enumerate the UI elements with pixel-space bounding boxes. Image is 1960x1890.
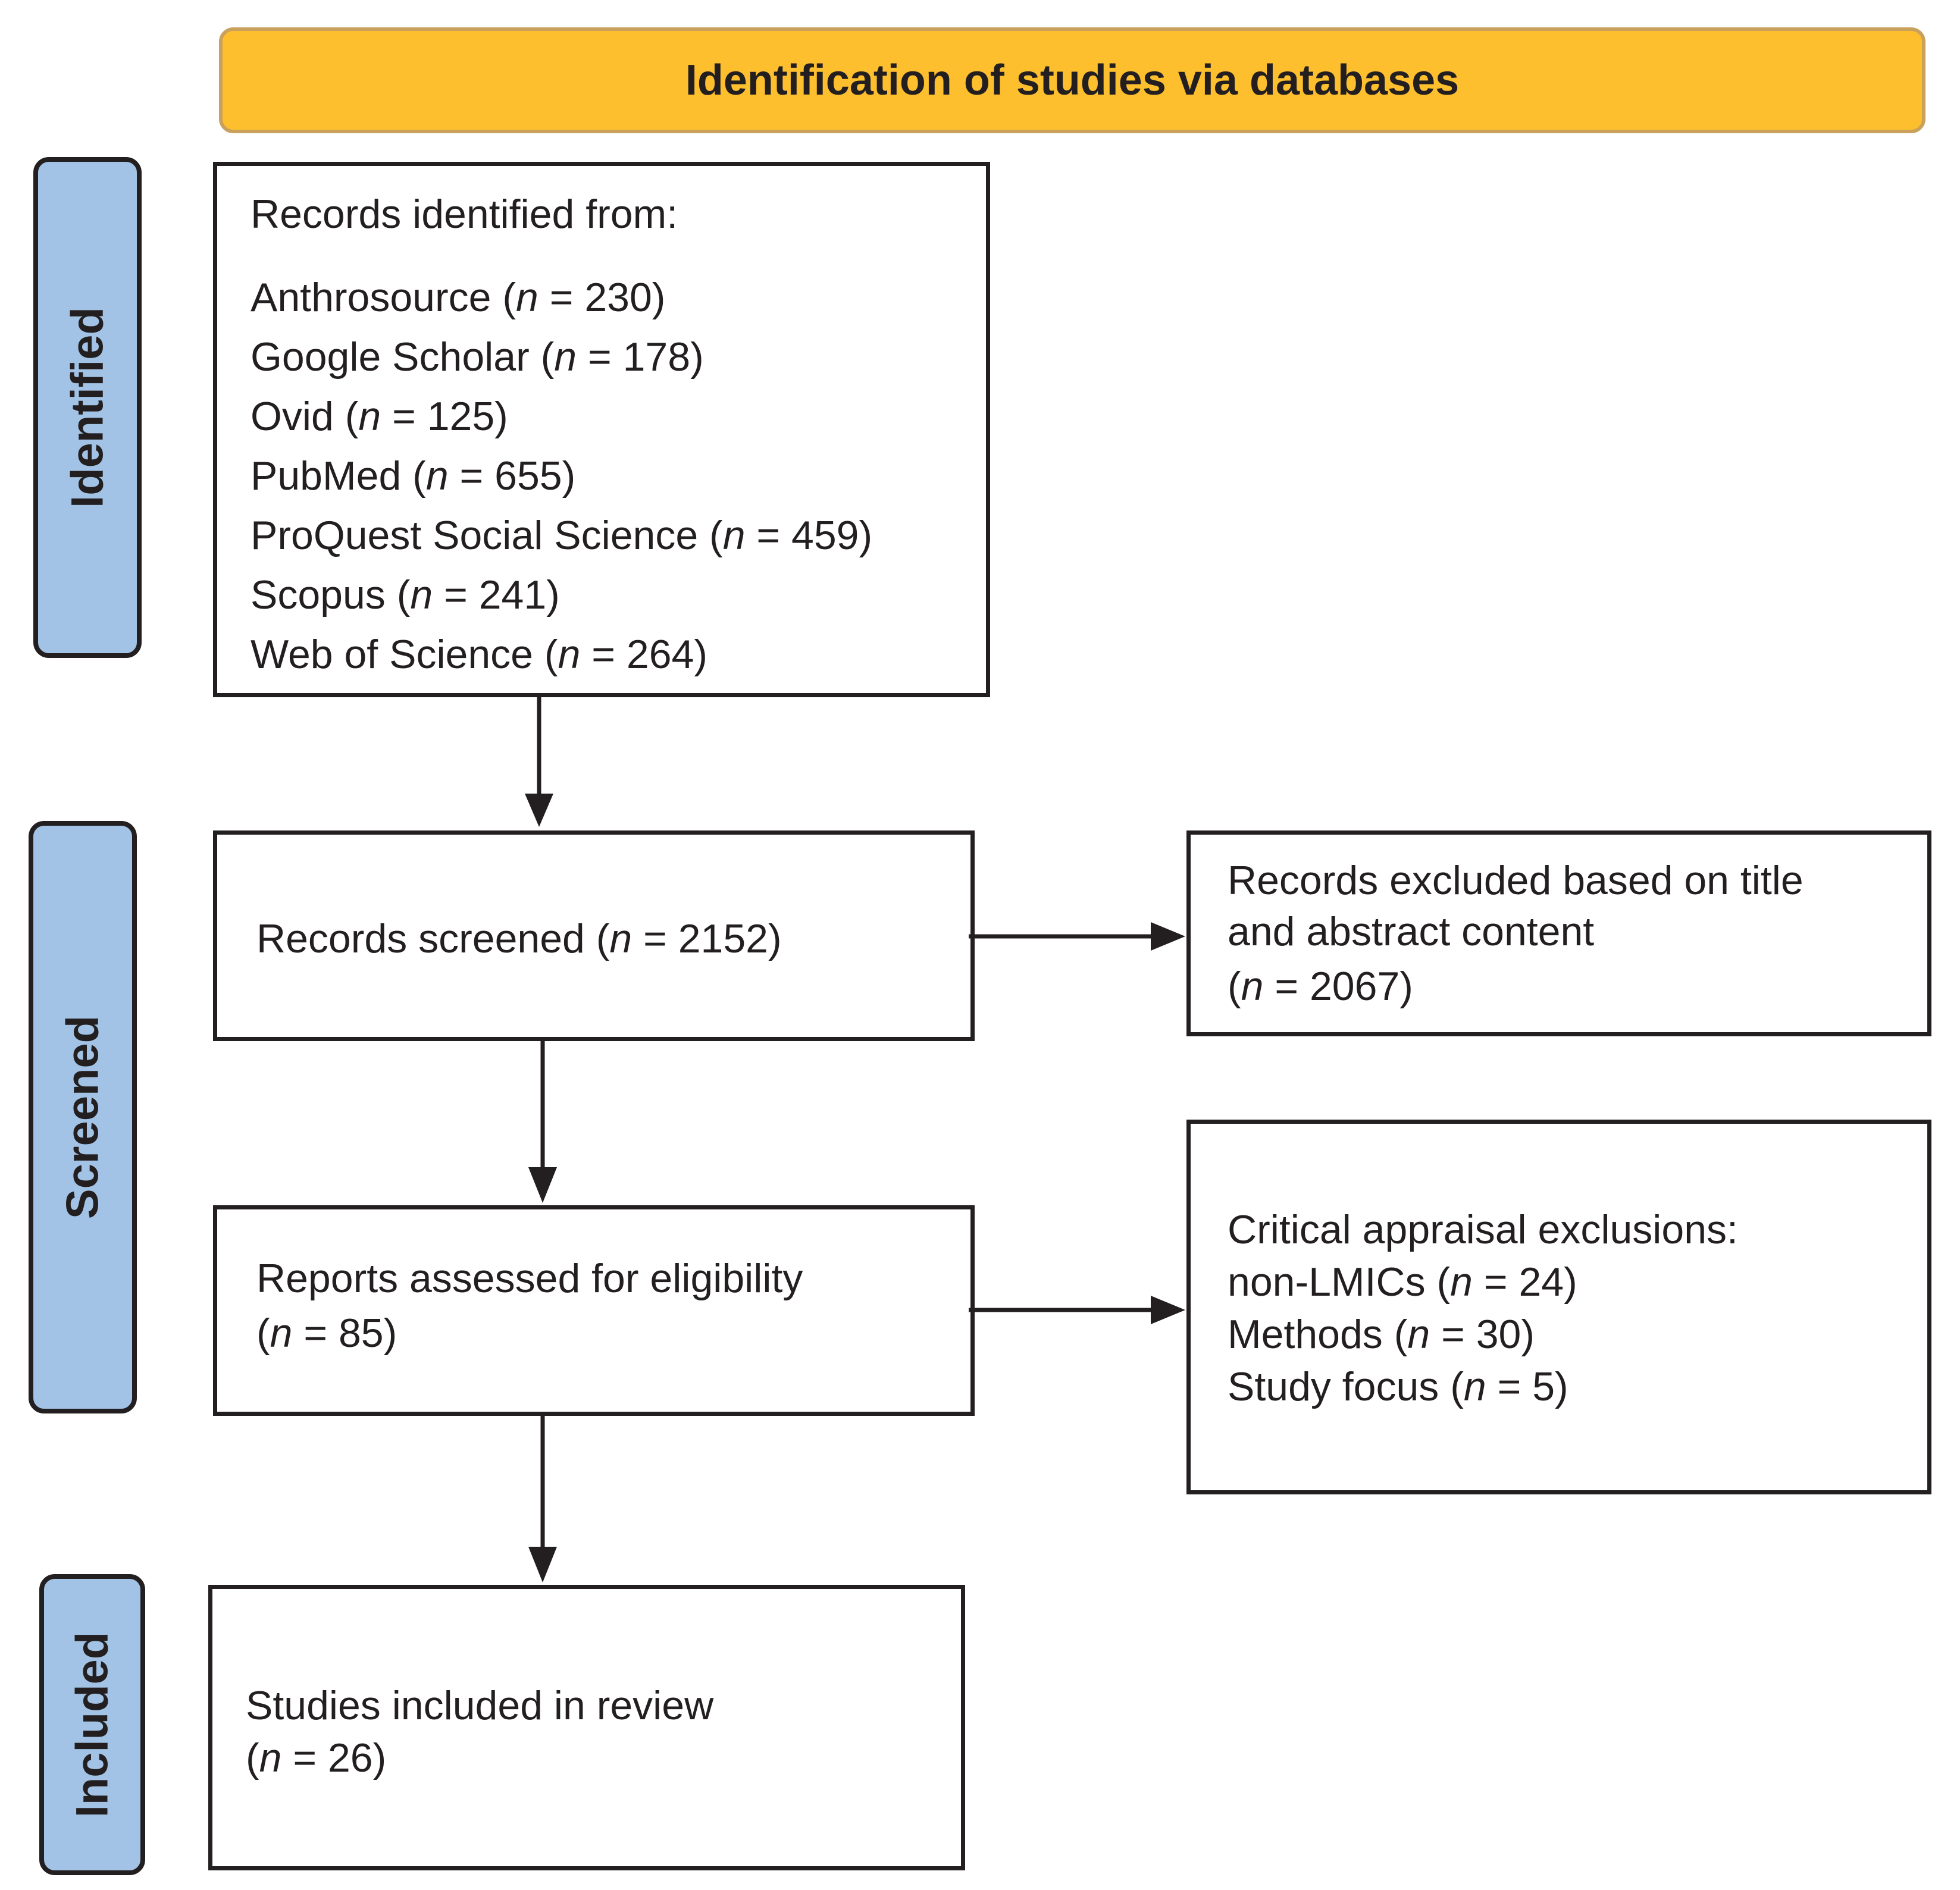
arrowhead-screened (525, 794, 553, 827)
stage-screened: Screened (29, 821, 137, 1413)
source-item: ProQuest Social Science (n = 459) (251, 513, 873, 559)
source-item: PubMed (n = 655) (251, 453, 576, 499)
arrowhead-included (528, 1547, 557, 1582)
header-title: Identification of studies via databases (685, 57, 1460, 104)
eligibility-box: Reports assessed for eligibility (n = 85… (213, 1205, 975, 1416)
source-item: Scopus (n = 241) (251, 572, 560, 618)
eligibility-count: (n = 85) (256, 1311, 397, 1356)
included-count: (n = 26) (246, 1735, 387, 1781)
identification-heading: Records identified from: (251, 192, 678, 237)
source-item: Ovid (n = 125) (251, 394, 508, 440)
appraisal-item: Methods (n = 30) (1228, 1312, 1535, 1357)
excluded-box: Records excluded based on title and abst… (1186, 830, 1931, 1036)
appraisal-heading: Critical appraisal exclusions: (1228, 1207, 1738, 1252)
identification-box: Records identified from: Anthrosource (n… (213, 162, 990, 697)
source-item: Web of Science (n = 264) (251, 632, 708, 678)
stage-included: Included (39, 1574, 145, 1875)
excluded-line1: Records excluded based on title (1228, 858, 1804, 903)
arrowhead-appraisal (1151, 1296, 1185, 1324)
arrowhead-excluded (1151, 922, 1185, 951)
eligibility-label: Reports assessed for eligibility (256, 1256, 803, 1301)
source-item: Anthrosource (n = 230) (251, 275, 666, 321)
stage-identified: Identified (33, 157, 142, 658)
screened-text: Records screened (n = 2152) (256, 916, 782, 961)
arrowhead-eligibility (528, 1167, 557, 1203)
appraisal-box: Critical appraisal exclusions: non-LMICs… (1186, 1120, 1931, 1494)
sources-list: Anthrosource (n = 230) Google Scholar (n … (251, 268, 986, 684)
source-item: Google Scholar (n = 178) (251, 334, 704, 380)
excluded-line2: and abstract content (1228, 909, 1595, 954)
excluded-count: (n = 2067) (1228, 964, 1413, 1009)
appraisal-item: Study focus (n = 5) (1228, 1364, 1568, 1409)
included-box: Studies included in review (n = 26) (208, 1585, 965, 1870)
included-label: Studies included in review (246, 1683, 714, 1728)
appraisal-item: non-LMICs (n = 24) (1228, 1259, 1577, 1305)
appraisal-list: non-LMICs (n = 24) Methods (n = 30) Study … (1228, 1256, 1927, 1413)
header-banner: Identification of studies via databases (219, 27, 1925, 133)
